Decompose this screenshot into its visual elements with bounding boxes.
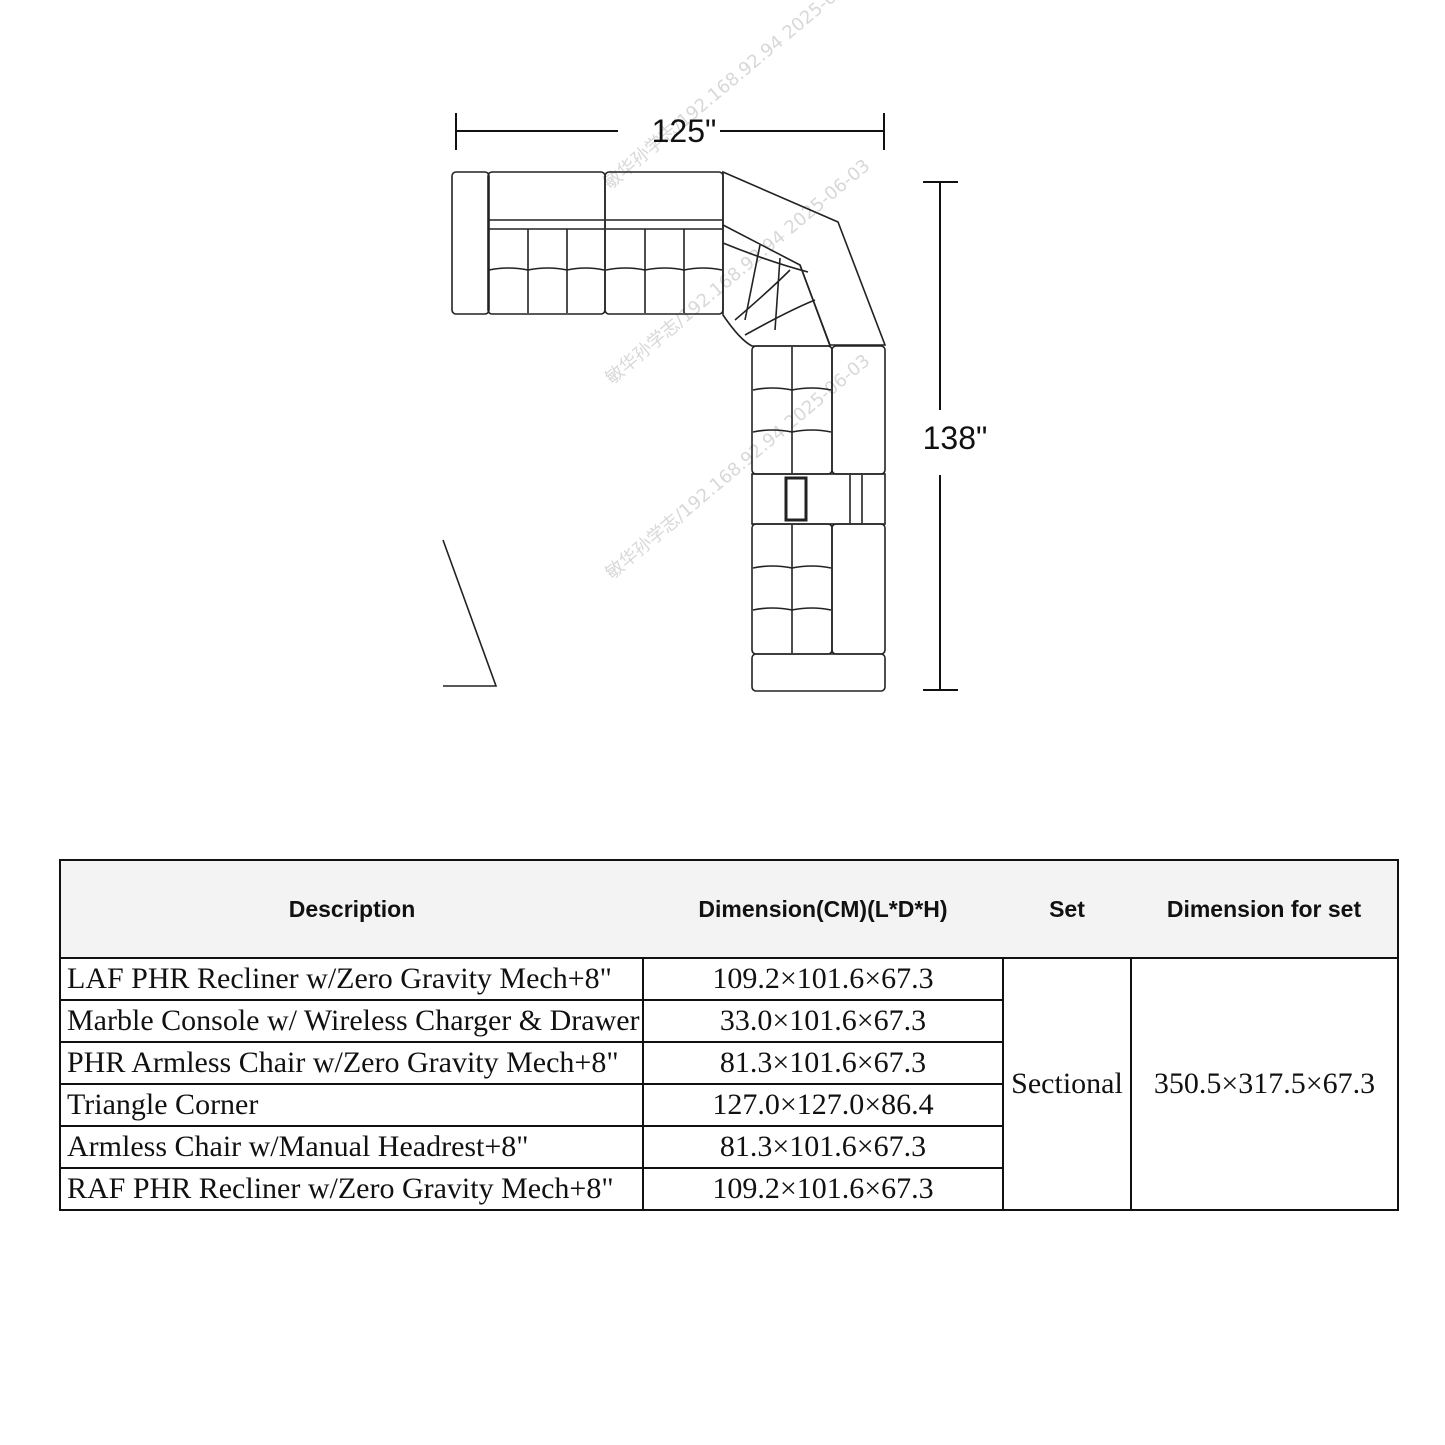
spec-table: Description Dimension(CM)(L*D*H) Set Dim… [59, 859, 1399, 1211]
row-dimension: 81.3×101.6×67.3 [642, 1125, 1004, 1169]
header-description: Description [59, 859, 643, 959]
watermark: 敏华孙学志/192.168.92.94 2025-06-03 [600, 0, 872, 194]
table-row: Triangle Corner 127.0×127.0×86.4 [59, 1083, 1398, 1127]
set-cell: Sectional [1002, 957, 1132, 1211]
header-set: Set [1003, 859, 1131, 959]
row-description: Triangle Corner [59, 1083, 644, 1127]
table-row: LAF PHR Recliner w/Zero Gravity Mech+8" … [59, 957, 1399, 1211]
table-row: RAF PHR Recliner w/Zero Gravity Mech+8" … [59, 1167, 1398, 1211]
wireless-charger [784, 476, 808, 522]
row-description: RAF PHR Recliner w/Zero Gravity Mech+8" [59, 1167, 644, 1211]
row-dimension: 81.3×101.6×67.3 [642, 1041, 1004, 1085]
laf-recliner [487, 171, 606, 315]
set-dimension-cell: 350.5×317.5×67.3 [1130, 957, 1399, 1211]
header-dimension: Dimension(CM)(L*D*H) [643, 859, 1003, 959]
row-dimension: 109.2×101.6×67.3 [642, 957, 1004, 1001]
raf-arm [751, 653, 886, 692]
marble-console [751, 473, 886, 525]
width-label: 125" [652, 113, 717, 149]
row-description: Armless Chair w/Manual Headrest+8" [59, 1125, 644, 1169]
table-row: Armless Chair w/Manual Headrest+8" 81.3×… [59, 1125, 1398, 1169]
header-dimension-for-set: Dimension for set [1131, 859, 1399, 959]
row-dimension: 33.0×101.6×67.3 [642, 999, 1004, 1043]
watermark: 敏华孙学志/192.168.92.94 2025-06-03 [602, 155, 874, 388]
row-dimension: 127.0×127.0×86.4 [642, 1083, 1004, 1127]
table-row: Marble Console w/ Wireless Charger & Dra… [59, 999, 1398, 1043]
row-dimension: 109.2×101.6×67.3 [642, 1167, 1004, 1211]
watermark: 敏华孙学志/192.168.92.94 2025-06-03 [602, 350, 874, 583]
width-dimension [455, 113, 885, 150]
sectional-diagram: 敏华孙学志/192.168.92.94 2025-06-03 敏华孙学志/192… [442, 0, 988, 692]
table-row: PHR Armless Chair w/Zero Gravity Mech+8"… [59, 1041, 1398, 1085]
height-label: 138" [923, 420, 988, 456]
watermark-group: 敏华孙学志/192.168.92.94 2025-06-03 敏华孙学志/192… [600, 0, 874, 584]
row-description: LAF PHR Recliner w/Zero Gravity Mech+8" [59, 957, 644, 1001]
table-header-row: Description Dimension(CM)(L*D*H) Set Dim… [59, 859, 1399, 959]
row-description: PHR Armless Chair w/Zero Gravity Mech+8" [59, 1041, 644, 1085]
row-description: Marble Console w/ Wireless Charger & Dra… [59, 999, 644, 1043]
sofa-outline [442, 170, 887, 692]
height-dimension [923, 181, 958, 691]
laf-arm [451, 171, 490, 315]
